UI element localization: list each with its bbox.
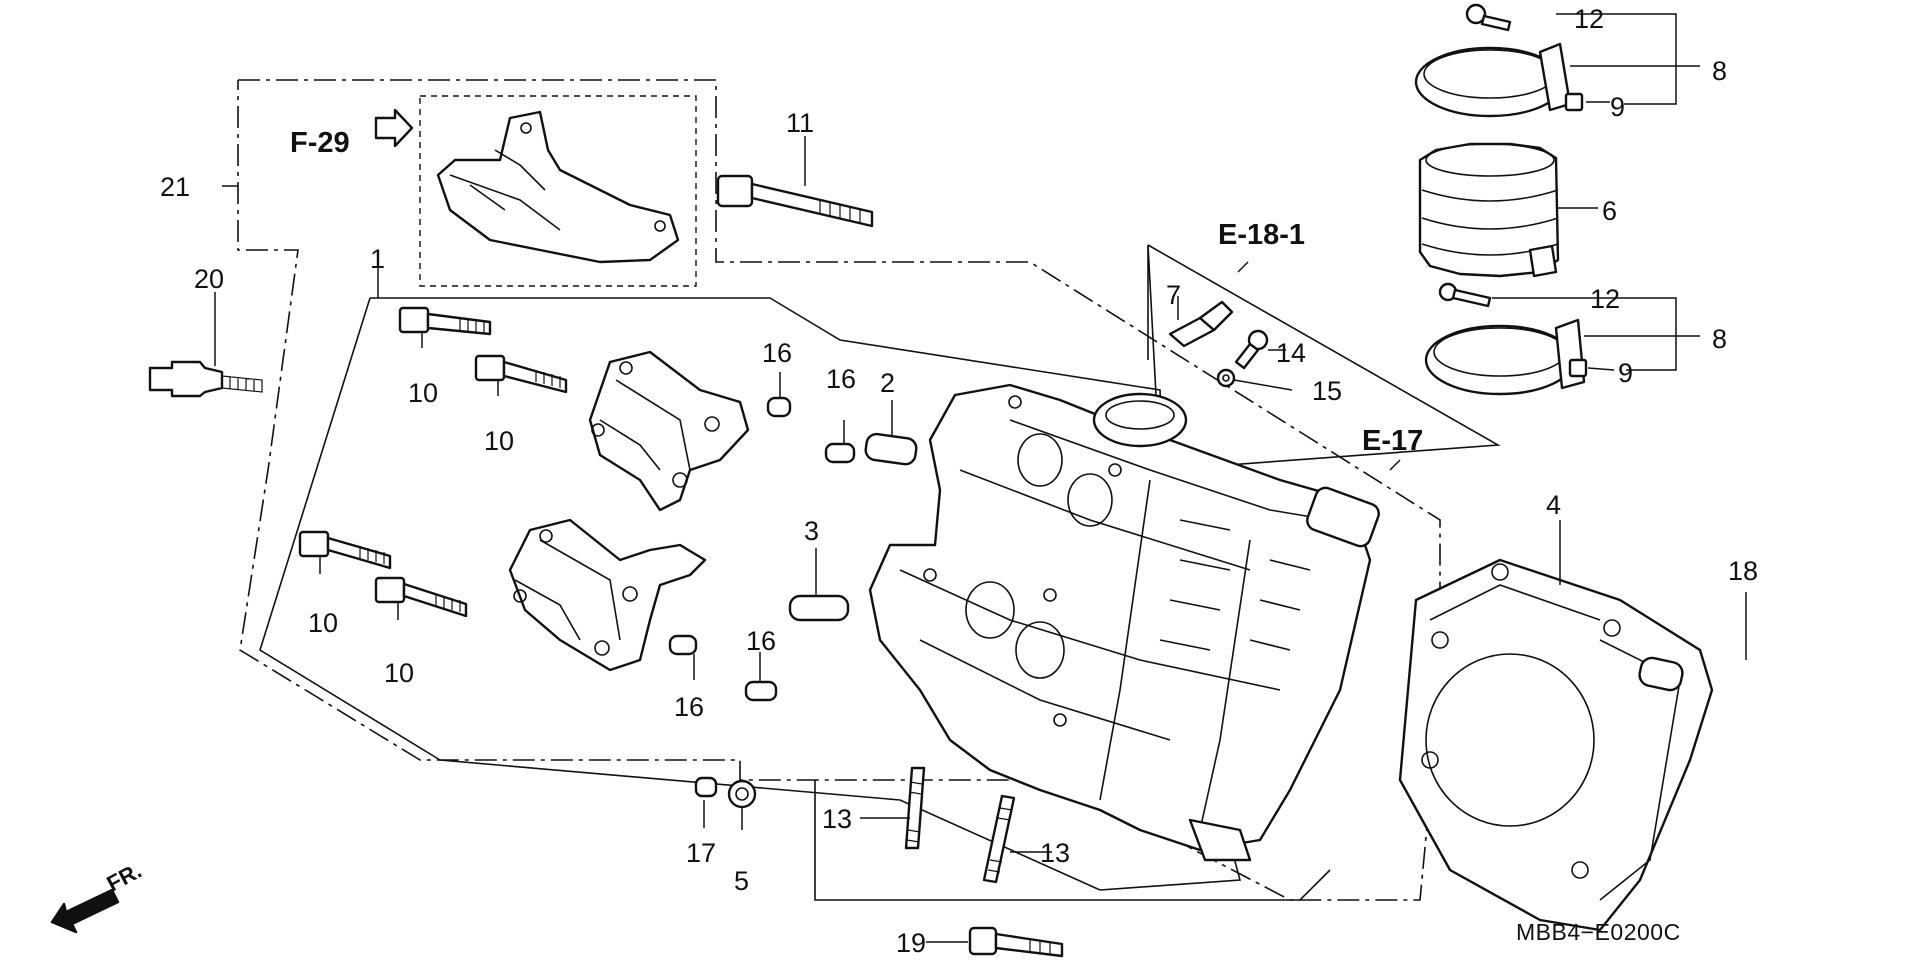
bolt-10-part (398, 306, 492, 336)
callout-16: 16 (826, 364, 856, 394)
bolt-12-upper-part (1465, 3, 1512, 32)
cylinder-head-part (868, 383, 1380, 862)
collar-2-part (864, 432, 918, 466)
dowel-pin-16-part (744, 680, 778, 702)
joint-tube-6-part (1418, 142, 1560, 278)
callout-6: 6 (1602, 196, 1617, 226)
callout-16: 16 (746, 626, 776, 656)
front-direction-arrow-icon (50, 888, 120, 934)
callout-10: 10 (384, 658, 414, 688)
nut-9-lower-part (1568, 358, 1588, 378)
callout-16: 16 (762, 338, 792, 368)
callout-2: 2 (880, 368, 895, 398)
reference-e18-1: E-18-1 (1218, 219, 1305, 251)
callout-10: 10 (408, 378, 438, 408)
dowel-pin-16-part (766, 396, 792, 418)
arrow-f29 (374, 108, 414, 148)
assembly-outline-e18 (1147, 244, 1501, 471)
nut-9-upper-part (1564, 92, 1584, 112)
subassembly-outline-f29 (419, 95, 697, 287)
callout-12: 12 (1590, 284, 1620, 314)
dowel-pin-16-part (824, 442, 856, 464)
band-8-lower-part (1424, 318, 1586, 396)
stud-13-part (904, 766, 926, 850)
callout-labels: 1 2 3 4 5 6 7 8 8 9 9 10 10 10 10 11 12 … (160, 4, 1758, 958)
callout-15: 15 (1312, 376, 1342, 406)
callout-20: 20 (194, 264, 224, 294)
assembly-outline-studs (814, 780, 1331, 901)
callout-5: 5 (734, 866, 749, 896)
assembly-outline-21 (237, 79, 1441, 901)
callout-8: 8 (1712, 56, 1727, 86)
bolt-19-part (968, 926, 1064, 958)
collar-3-part (788, 594, 850, 622)
callout-18: 18 (1728, 556, 1758, 586)
callout-10: 10 (484, 426, 514, 456)
diagram-part-code: MBB4−E0200C (1516, 919, 1681, 945)
dowel-18-part (1638, 656, 1684, 692)
callout-13: 13 (822, 804, 852, 834)
callout-13: 13 (1040, 838, 1070, 868)
section-references: F-29 E-18-1 E-17 (290, 127, 1423, 457)
callout-14: 14 (1276, 338, 1306, 368)
callout-10: 10 (308, 608, 338, 638)
head-gasket-4-part (1398, 558, 1714, 932)
camshaft-holder-lower-part (508, 518, 707, 672)
callout-9: 9 (1610, 92, 1625, 122)
sensor-7-part (1168, 300, 1234, 348)
callout-3: 3 (804, 516, 819, 546)
callout-1: 1 (370, 244, 385, 274)
dowel-pin-16-part (668, 634, 698, 656)
pin-17-part (694, 776, 718, 798)
callout-16: 16 (674, 692, 704, 722)
callout-9: 9 (1618, 358, 1633, 388)
callout-7: 7 (1166, 280, 1181, 310)
bolt-10-part (374, 576, 468, 618)
spark-plug-part (148, 360, 263, 398)
callout-4: 4 (1546, 490, 1561, 520)
bolt-14-part (1234, 329, 1269, 370)
seal-5-part (727, 779, 757, 809)
washer-15-part (1216, 368, 1236, 388)
callout-19: 19 (896, 928, 926, 958)
callout-11: 11 (786, 108, 814, 138)
bracket-f29-part (436, 110, 680, 264)
camshaft-holder-upper-part (588, 350, 750, 512)
stud-13-part (982, 794, 1016, 884)
assembly-outline-1 (259, 297, 1242, 891)
reference-f29: F-29 (290, 127, 350, 159)
reference-e17: E-17 (1362, 425, 1423, 457)
bolt-12-lower-part (1438, 282, 1492, 308)
bolt-11-part (716, 174, 874, 228)
callout-17: 17 (686, 838, 716, 868)
band-8-upper-part (1414, 42, 1572, 118)
callout-21: 21 (160, 172, 190, 202)
callout-12: 12 (1574, 4, 1604, 34)
bolt-10-part (298, 530, 392, 570)
callout-8: 8 (1712, 324, 1727, 354)
leader-lines (214, 13, 1747, 943)
bolt-10-part (474, 354, 568, 394)
